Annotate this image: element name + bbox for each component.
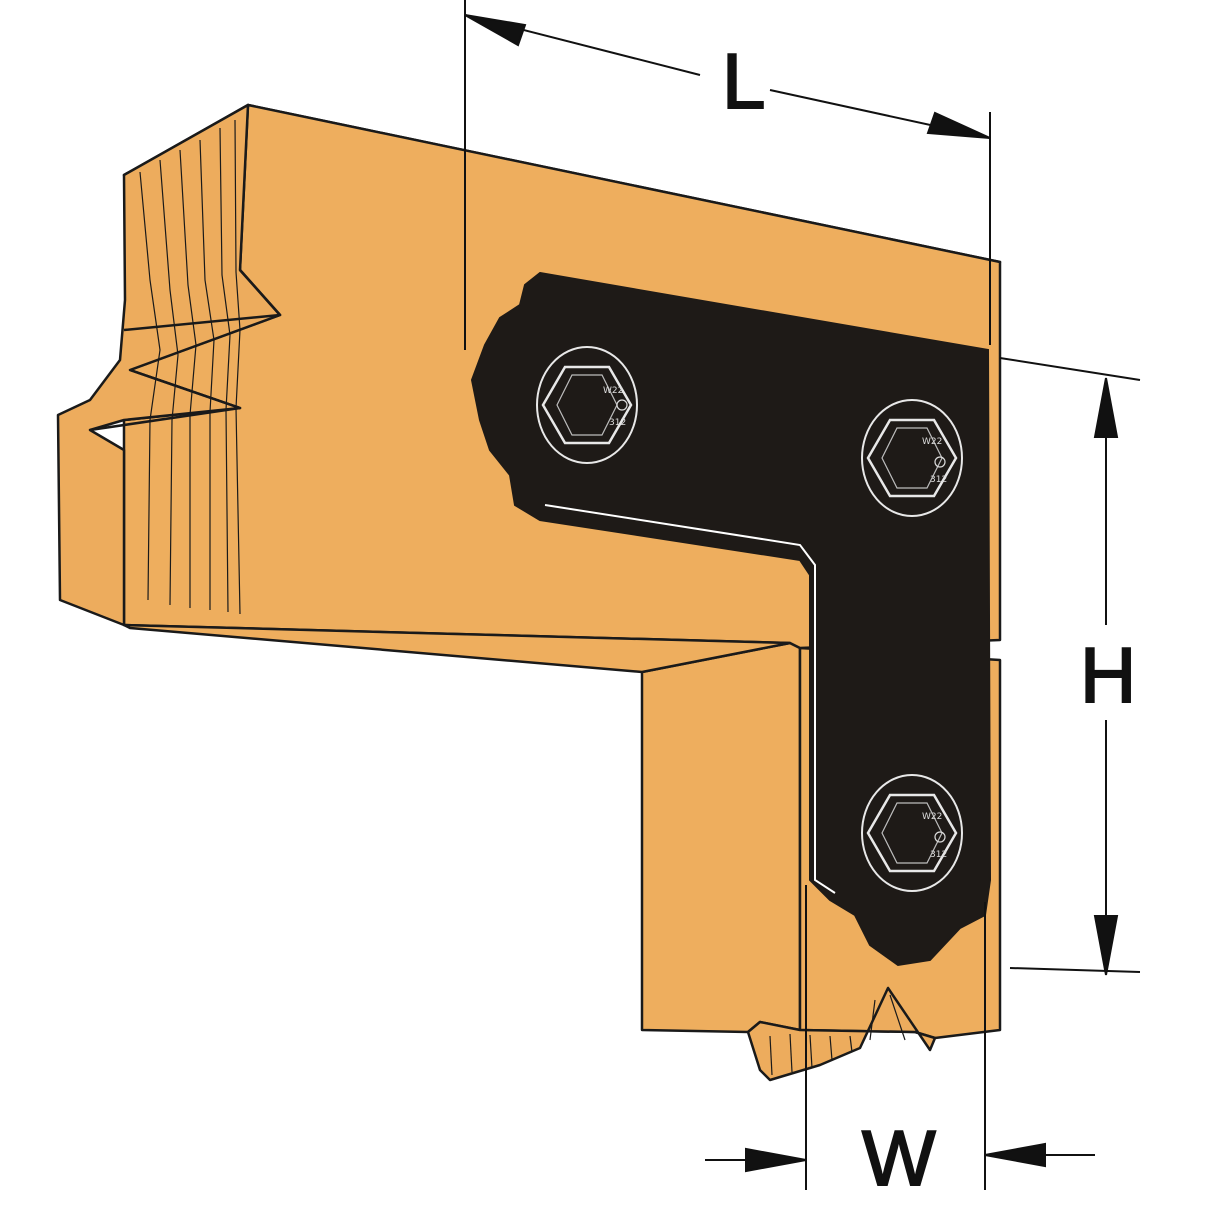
hex-washer-head-screw-icon bbox=[541, 365, 633, 445]
h-extension-top bbox=[999, 357, 1141, 381]
beam-bottom-face bbox=[122, 623, 792, 674]
hex-inner-edge bbox=[881, 802, 943, 864]
hex-inner-edge bbox=[556, 374, 618, 436]
post-end-grain bbox=[746, 986, 937, 1082]
head-stamp-bottom: 312 bbox=[930, 850, 947, 860]
head-stamp-top: W22 bbox=[922, 812, 942, 822]
width-label: W bbox=[862, 1114, 936, 1202]
post-end-grain-lines bbox=[769, 994, 906, 1076]
beam-notch-upper bbox=[123, 269, 282, 332]
dimension-annotations: L H W bbox=[464, 0, 1141, 1203]
post-front-face bbox=[640, 641, 802, 1034]
head-stamp-bottom: 312 bbox=[609, 418, 626, 428]
fastener-bottom: W22 312 bbox=[861, 774, 963, 892]
hex-inner-edge bbox=[881, 427, 943, 489]
fastener-top-left: W22 312 bbox=[536, 346, 638, 464]
arrowhead-icon bbox=[926, 111, 991, 139]
hex-washer-head-screw-icon bbox=[866, 793, 958, 873]
arrowhead-icon bbox=[1093, 377, 1119, 438]
arrowhead-icon bbox=[1093, 915, 1119, 976]
arrowhead-icon bbox=[464, 14, 527, 47]
arrowhead-icon bbox=[745, 1147, 807, 1173]
head-stamp-bottom: 312 bbox=[930, 475, 947, 485]
hex-washer-head-screw-icon bbox=[866, 418, 958, 498]
bracket-edge-highlight bbox=[544, 504, 836, 894]
length-label: L bbox=[722, 37, 765, 125]
height-label: H bbox=[1080, 631, 1136, 719]
beam-notch-lower bbox=[89, 368, 242, 432]
fastener-top-right: W22 312 bbox=[861, 399, 963, 517]
head-stamp-top: W22 bbox=[922, 437, 942, 447]
beam-end-grain-lines bbox=[139, 119, 241, 615]
arrowhead-icon bbox=[984, 1142, 1046, 1168]
h-extension-bottom bbox=[1009, 967, 1141, 973]
head-stamp-top: W22 bbox=[603, 386, 623, 396]
